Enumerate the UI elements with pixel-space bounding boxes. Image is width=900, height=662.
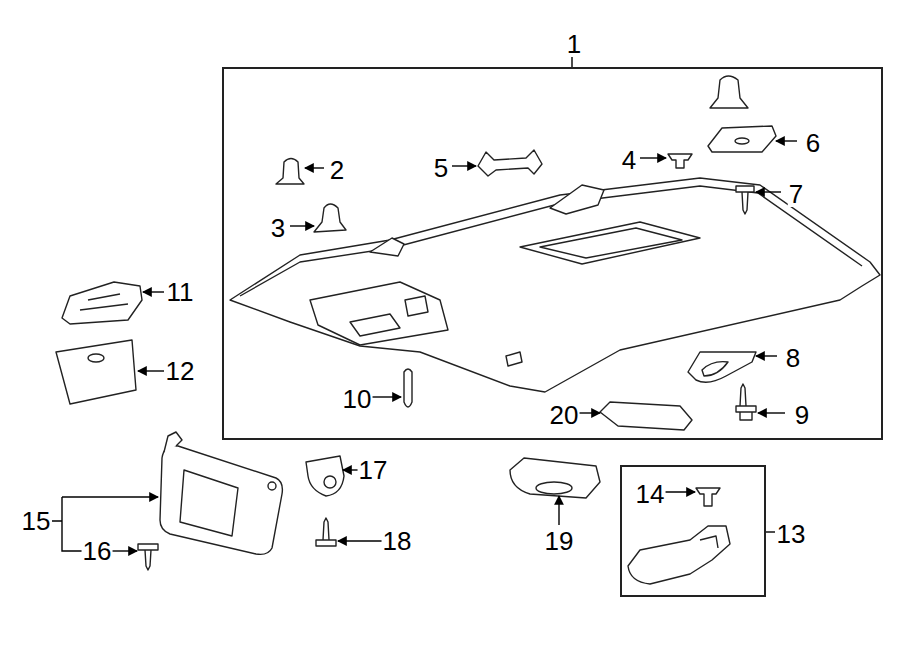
headliner	[230, 178, 880, 392]
callout-number: 17	[358, 457, 389, 483]
part-group-box: 1314	[620, 465, 766, 597]
leader-arrow	[62, 496, 158, 497]
bracket	[478, 150, 542, 176]
bracket-line	[52, 497, 83, 551]
panel	[56, 340, 136, 404]
callout-number: 6	[805, 130, 821, 156]
pad	[708, 126, 776, 152]
panel-hole	[88, 354, 104, 362]
console-detail	[405, 296, 428, 316]
visor-clip	[306, 456, 344, 496]
leader-arrow	[143, 291, 164, 292]
clip-hole	[324, 476, 336, 488]
grab-handle	[628, 526, 730, 584]
callout-number: 15	[21, 508, 52, 534]
trim-detail	[80, 294, 128, 310]
callout-number: 4	[621, 147, 637, 173]
visor-clip	[268, 482, 276, 490]
callout-number: 12	[165, 358, 196, 384]
callout-number: 10	[342, 386, 373, 412]
callout-number: 20	[549, 402, 580, 428]
callout-number: 13	[776, 521, 807, 547]
console-detail	[350, 314, 400, 336]
callout-number: 5	[433, 155, 449, 181]
leader-arrow	[776, 140, 797, 141]
leader-arrow	[756, 355, 777, 356]
lamp-lens	[536, 482, 572, 494]
handle-bracket-inner	[702, 362, 728, 376]
dome-lamp	[510, 458, 600, 498]
leader-arrow	[558, 496, 559, 525]
callout-number: 14	[635, 481, 666, 507]
clip	[276, 159, 304, 185]
grab-handle-detail	[700, 536, 718, 548]
visor-mirror	[180, 470, 238, 536]
push-pin	[668, 154, 692, 168]
pad-hole	[735, 138, 749, 144]
leader-arrow	[370, 396, 401, 397]
leader-arrow	[343, 469, 358, 470]
leader-arrow	[756, 191, 781, 192]
part-group-box: 1234567891020	[222, 67, 883, 440]
leader-arrow	[338, 540, 382, 541]
leader-arrow	[290, 225, 314, 226]
push-pin	[696, 488, 720, 506]
pad	[600, 402, 692, 430]
callout-number: 8	[785, 345, 801, 371]
clip	[314, 204, 346, 232]
leader-line	[766, 531, 775, 532]
callout-number: 11	[166, 279, 195, 305]
screw	[736, 384, 756, 420]
trim-piece	[62, 282, 142, 324]
leader-arrow	[640, 157, 666, 158]
callout-number: 3	[270, 215, 286, 241]
callout-number: 9	[794, 402, 810, 428]
leader-arrow	[305, 167, 324, 168]
leader-arrow	[452, 165, 476, 166]
clip	[710, 76, 748, 108]
headliner-edge	[240, 186, 862, 296]
console-recess	[310, 282, 448, 345]
screw	[736, 186, 754, 214]
visor-rod	[164, 432, 182, 452]
sunroof-recess	[520, 222, 700, 264]
handle-bracket	[688, 352, 756, 382]
screw	[316, 518, 336, 546]
grab-recess	[550, 185, 604, 214]
grab-recess	[370, 238, 404, 256]
screw	[138, 544, 158, 570]
callout-number: 16	[82, 538, 113, 564]
callout-number: 2	[329, 157, 345, 183]
sun-visor	[160, 446, 282, 555]
callout-number: 19	[544, 528, 575, 554]
headliner-tab	[506, 352, 522, 366]
leader-arrow	[138, 370, 164, 371]
pin	[404, 369, 412, 407]
callout-number: 18	[382, 528, 413, 554]
leader-arrow	[111, 550, 137, 551]
callout-number: 1	[566, 31, 582, 57]
callout-number: 7	[788, 181, 804, 207]
leader-arrow	[578, 412, 600, 413]
sunroof-inner	[540, 228, 682, 258]
leader-arrow	[758, 412, 785, 413]
leader-arrow	[662, 491, 695, 492]
